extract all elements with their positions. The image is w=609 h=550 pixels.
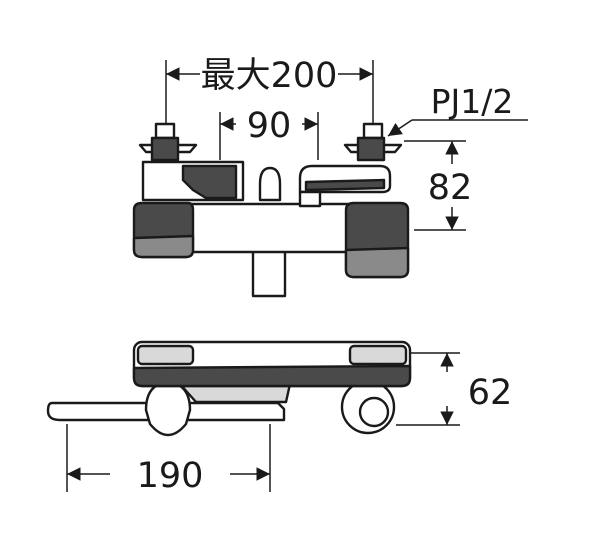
bottom-view	[46, 340, 412, 437]
center-knob	[258, 166, 282, 202]
spout-length-label: 190	[137, 456, 204, 496]
body-top-shade	[132, 364, 412, 388]
leader-arrow	[387, 119, 413, 137]
right-inlet-body	[356, 136, 386, 162]
left-end-cap-shade	[132, 234, 195, 259]
right-elbow-drop	[298, 190, 322, 208]
dimension-inlet-spacing: 90	[219, 106, 319, 160]
max-width-label: 最大200	[201, 56, 338, 96]
left-elbow-shade	[181, 164, 238, 200]
pipe-thread-label: PJ1/2	[431, 82, 514, 121]
dimension-pipe-thread: PJ1/2	[387, 82, 528, 137]
dimension-max-width: 最大200	[165, 56, 374, 124]
right-cap-top	[348, 344, 408, 366]
front-view	[132, 122, 410, 298]
height-label: 82	[428, 168, 473, 208]
right-inlet-nut	[362, 122, 384, 140]
dimension-height: 82	[404, 140, 473, 231]
left-cap-top	[136, 344, 195, 366]
dimension-spout-length: 190	[66, 424, 271, 496]
left-inlet-nut	[154, 122, 176, 140]
left-inlet-union	[144, 380, 192, 437]
left-inlet-body	[150, 136, 180, 162]
right-elbow-shade	[304, 178, 386, 192]
dimension-depth: 62	[396, 352, 513, 426]
right-inlet-union-inner	[358, 396, 390, 428]
inlet-spacing-label: 90	[247, 106, 292, 146]
right-end-cap-shade	[344, 246, 410, 279]
depth-label: 62	[468, 373, 513, 413]
